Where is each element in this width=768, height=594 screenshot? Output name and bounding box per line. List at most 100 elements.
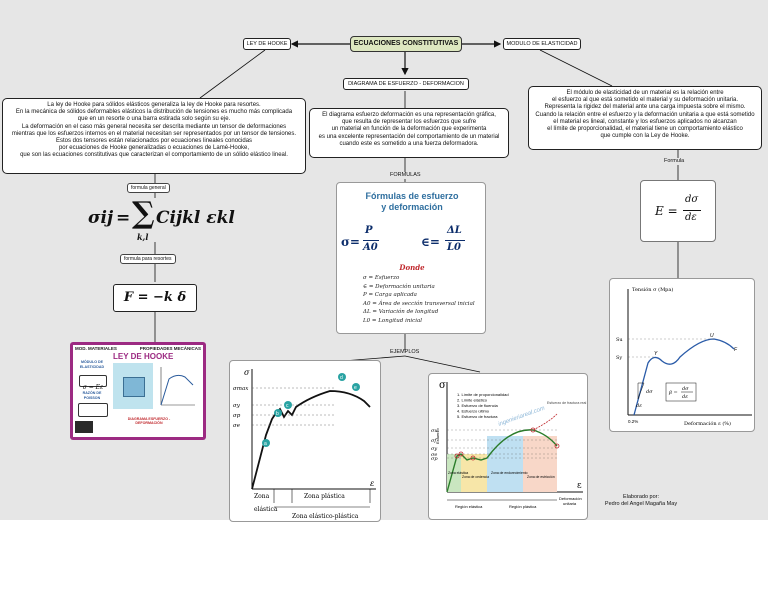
hooke-card-poisson-box: [78, 403, 108, 417]
definition-item: ∈ = Deformación unitaria: [363, 283, 435, 290]
chart2-zone-label: Zona de estricción: [527, 475, 555, 479]
chart2-zone-label: Zona de cedencia: [462, 475, 489, 479]
chart1-point-label: b: [276, 411, 279, 417]
hooke-desc-line: mientras que los esfuerzos internos en e…: [11, 130, 297, 137]
hooke-desc-line: Estos dos tensores están relacionados po…: [55, 137, 253, 144]
chart3-angle-sigma: dσ: [646, 389, 653, 395]
chart2-point-marker: [454, 453, 460, 459]
diagram-desc-line: es una excelente representación del comp…: [318, 133, 500, 140]
modulus-desc-line: Cuando la relación entre el esfuerzo y l…: [535, 111, 755, 118]
mind-map-canvas: ECUACIONES CONSTITUTIVAS LEY DE HOOKE MO…: [0, 0, 768, 522]
sigma-den: A0: [363, 242, 378, 253]
chart1-point-label: a: [264, 441, 267, 447]
chart2-zone-elastic: [447, 454, 461, 492]
chart3-eq-num: dσ: [682, 386, 689, 392]
hooke-illustration-card: MOD. MATERIALES PROPIEDADES MECÁNICAS LE…: [70, 342, 206, 440]
chart2-legend-item: 1. Límite de proporcionalidad: [457, 392, 509, 397]
modulus-node[interactable]: MODULO DE ELASTICIDAD: [503, 38, 581, 50]
chart2-x-title-1: Deformación: [559, 496, 582, 501]
connector-lines: [154, 40, 679, 373]
chart1-ep-zone-label: Zona elástico-plástica: [292, 513, 359, 520]
hooke-card-right-header: PROPIEDADES MECÁNICAS: [139, 346, 201, 351]
chart2-y-tick-label: σe: [431, 452, 437, 458]
chart1-y-tick-label: σp: [233, 413, 241, 419]
hooke-card-formula: σ = Eε: [82, 384, 104, 391]
formulas-text: FORMULAS: [390, 172, 421, 178]
modulus-description: El módulo de elasticidad de un material …: [528, 86, 762, 150]
chart3-curve: [633, 338, 735, 416]
chart3-origin-label: 0.2%: [628, 419, 638, 424]
formula-label: Formula: [664, 158, 684, 164]
formulas-card: Fórmulas de esfuerzo y deformación σ= P …: [336, 182, 486, 334]
chart2-legend-item: 2. Límite elástico: [457, 398, 488, 403]
strain-bar: [445, 240, 465, 241]
spring-equation-box: F = −k δ: [113, 284, 197, 312]
author-line2: Pedro del Angel Magaña May: [604, 501, 678, 507]
hooke-node[interactable]: LEY DE HOOKE: [243, 38, 291, 50]
modulus-eq-lhs: E =: [655, 204, 678, 218]
diagram-description: El diagrama esfuerzo deformación es una …: [309, 108, 509, 158]
formula-general-label: formula general: [127, 183, 170, 193]
chart1-elastica-label: elástica: [254, 506, 278, 513]
author-credit: Elaborado por: Pedro del Angel Magaña Ma…: [596, 494, 686, 508]
chart3-eq-den: dε: [682, 394, 688, 400]
diagram-node-label: DIAGRAMA DE ESFUERZO - DEFORMACION: [348, 81, 464, 87]
hooke-description: La ley de Hooke para sólidos elásticos g…: [2, 98, 306, 174]
specimen-block: [123, 377, 145, 397]
chart1-x-label: ε: [370, 479, 374, 488]
formula-resortes-text: formula para resortes: [124, 256, 172, 262]
hooke-desc-line: que en un resorte o una barra estirada s…: [77, 116, 231, 123]
hooke-desc-line: que son las ecuaciones constitutivas que…: [20, 152, 288, 159]
hooke-card-inner: MOD. MATERIALES PROPIEDADES MECÁNICAS LE…: [73, 345, 203, 437]
definitions-list: σ = Esfuerzo ∈ = Deformación unitaria P …: [363, 274, 475, 326]
ejemplos-label: EJEMPLOS: [390, 349, 419, 355]
modulus-eq-den: dε: [685, 212, 697, 223]
chart1-y-label: σ: [244, 368, 250, 377]
diagram-desc-line: un material en función de la deformación…: [331, 126, 487, 133]
definition-item: L0 = Longitud inicial: [363, 317, 423, 324]
chart2-zone-necking: [523, 436, 557, 492]
chart1-point-label: d: [340, 375, 343, 381]
hooke-card-left-header: MOD. MATERIALES: [75, 346, 117, 351]
chart1-point-marker: [274, 409, 282, 417]
chart3-y-tick-label: Su: [616, 337, 623, 343]
chart2-legend-item: 3. Esfuerzo de fluencia: [457, 403, 498, 408]
ejemplos-text: EJEMPLOS: [390, 349, 420, 355]
definition-item: A0 = Área de sección transversal inicial: [363, 300, 475, 307]
strain-den: L0: [447, 242, 461, 253]
chart3-eq-lhs: β =: [668, 390, 678, 396]
chart2-point-marker: [530, 427, 536, 433]
hooke-card-footer: DIAGRAMA ESFUERZO - DEFORMACIÓN: [127, 417, 171, 425]
diagram-node[interactable]: DIAGRAMA DE ESFUERZO - DEFORMACION: [343, 78, 469, 90]
hooke-card-title: LEY DE HOOKE: [113, 352, 174, 361]
chart3-point-label: Y: [654, 351, 658, 357]
chart2-point-marker: [470, 455, 476, 461]
chart3-point-label: F: [734, 347, 738, 353]
formula-general-text: formula general: [131, 185, 166, 191]
spring-equation: F = −k δ: [123, 290, 187, 305]
hooke-card-logo: [75, 421, 93, 433]
donde-label: Donde: [399, 263, 425, 272]
modulus-desc-line: que cumple con la Ley de Hooke.: [600, 133, 690, 140]
formula-text: Formula: [664, 158, 685, 164]
central-node[interactable]: ECUACIONES CONSTITUTIVAS: [350, 36, 462, 52]
definition-item: P = Carga aplicada: [363, 292, 417, 299]
strain-lhs: ∈=: [421, 235, 440, 249]
chart2-watermark: ingenieriareal.com: [498, 405, 546, 427]
chart3-y-title: Tensión σ (Mpa): [632, 286, 673, 293]
chart2-region-label: Región elástica: [455, 504, 483, 509]
formulas-card-title: Fórmulas de esfuerzo y deformación: [337, 191, 487, 213]
chart2-y-tick-label: σf: [431, 438, 437, 444]
chart1-curve: [251, 390, 371, 490]
chart1-point-marker: [338, 373, 346, 381]
chart2-x-label: ε: [577, 481, 582, 491]
hooke-desc-line: En la mecánica de sólidos deformables el…: [15, 109, 293, 116]
chart2-zone-label: Zona elástica: [448, 471, 468, 475]
chart2-point-marker: [554, 443, 560, 449]
modulus-node-label: MODULO DE ELASTICIDAD: [506, 41, 578, 47]
modulus-equation-box: E = dσ dε: [640, 180, 716, 242]
chart2-point-marker: [458, 451, 464, 457]
chart2-y-tick-label: σy: [431, 446, 437, 452]
chart2-real-curve: [532, 413, 558, 431]
